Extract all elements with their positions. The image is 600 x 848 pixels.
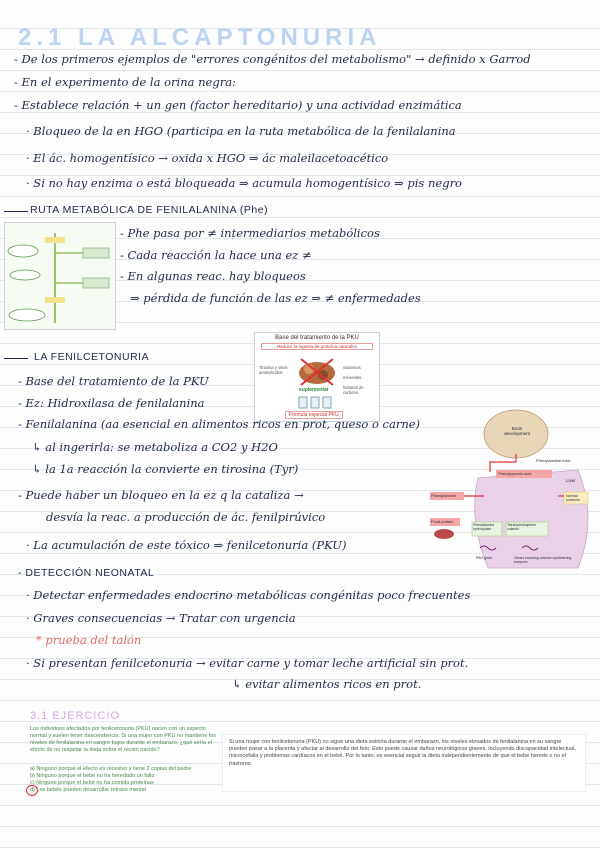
pku-left-label: Tiroxina y otros aminoácidos bbox=[259, 365, 288, 375]
exercise-question: Los individuos afectados por fenilcetonu… bbox=[30, 726, 216, 753]
exercise-option-correct: d) Los bebés pueden desarrollar retraso … bbox=[30, 787, 146, 793]
diagram-label: Tetrahydrobiopterin cofactor bbox=[507, 523, 537, 531]
section-heading: RUTA METABÓLICA DE FENILALANINA (Phe) bbox=[30, 204, 269, 216]
pku-right-item: vitaminas bbox=[343, 365, 361, 370]
note-line-highlight: * prueba del talón bbox=[36, 633, 142, 647]
section-arrow bbox=[4, 211, 28, 212]
diagram-label: Phenylpyruvic acid bbox=[498, 471, 532, 476]
note-line: - Phe pasa por ≠ intermediarios metabóli… bbox=[120, 226, 380, 240]
note-line: · Si no hay enzima o está bloqueada ⇒ ac… bbox=[26, 176, 462, 190]
note-line: · La acumulación de este tóxico ⇒ fenilc… bbox=[26, 538, 347, 552]
note-line: ⇒ pérdida de función de las ez ⇒ ≠ enfer… bbox=[130, 291, 421, 305]
note-line: - Ez: Hidroxilasa de fenilalanina bbox=[18, 396, 205, 410]
diagram-label: Liver bbox=[566, 478, 576, 483]
note-line: - Fenilalanina (aa esencial en alimentos… bbox=[18, 417, 421, 431]
exercise-title: 3.1 EJERCICIO bbox=[30, 710, 121, 722]
pku-figure-title: Base del tratamiento de la PKU bbox=[275, 335, 359, 341]
note-line: - De los primeros ejemplos de "errores c… bbox=[14, 52, 531, 66]
exercise-option: c) Ninguno porque el bebé no ha comido p… bbox=[30, 780, 154, 786]
section-heading: - DETECCIÓN NEONATAL bbox=[18, 567, 155, 579]
note-line: ↳ al ingerirla: se metaboliza a CO2 y H2… bbox=[32, 440, 278, 454]
note-line: ↳ evitar alimentos ricos en prot. bbox=[232, 677, 422, 691]
exercise-answer: Si una mujer con fenilcetonuria (PKU) no… bbox=[229, 739, 577, 767]
note-line: · Graves consecuencias → Tratar con urge… bbox=[26, 611, 296, 625]
note-line: · Si presentan fenilcetonuria → evitar c… bbox=[26, 656, 469, 670]
note-line: · Bloqueo de la en HGO (participa en la … bbox=[26, 124, 456, 138]
exercise-option: a) Ninguno porque el efecto es recesivo … bbox=[30, 766, 192, 772]
note-line: - Puede haber un bloqueo en la ez q la c… bbox=[18, 488, 304, 502]
note-line: - Establece relación + un gen (factor he… bbox=[14, 98, 462, 112]
pku-center-label: suplementar bbox=[299, 387, 329, 393]
diagram-label: Phenylalanine bbox=[431, 493, 457, 498]
note-line: · El ác. homogentísico → oxida x HGO ⇒ á… bbox=[26, 151, 389, 165]
note-line: - En algunas reac. hay bloqueos bbox=[120, 269, 306, 283]
food-illustration bbox=[299, 358, 335, 386]
note-line: ↳ la 1a reacción la convierte en tirosin… bbox=[32, 462, 299, 476]
pku-right-item: minerales bbox=[343, 375, 362, 380]
diagram-label: Phenylalanine hydroxylase bbox=[473, 523, 495, 531]
pku-figure-subtitle: Reducir la ingesta de proteína naturales bbox=[261, 343, 373, 350]
diagram-label: Food protein bbox=[431, 519, 454, 524]
diagram-label: Phenylalanine toxic bbox=[536, 458, 571, 463]
diagram-label: Genes encoding cofactor synthesizing enz… bbox=[514, 556, 572, 564]
pku-right-item: hidratos de carbono bbox=[343, 385, 364, 395]
note-line: - Cada reacción la hace una ez ≠ bbox=[120, 248, 312, 262]
formula-cans bbox=[298, 396, 332, 409]
exercise-option: b) Ninguno porque el bebé no ha heredado… bbox=[30, 773, 155, 779]
diagram-label: Normal products bbox=[566, 494, 580, 502]
pku-treatment-figure: Base del tratamiento de la PKU Reducir l… bbox=[254, 332, 380, 422]
note-line: - En el experimento de la orina negra: bbox=[14, 75, 236, 89]
section-heading: LA FENILCETONURIA bbox=[34, 351, 150, 363]
answer-circle bbox=[26, 785, 38, 796]
pathway-diagram bbox=[4, 222, 116, 330]
page-title: 2.1 LA ALCAPTONURIA bbox=[18, 24, 382, 51]
note-line: - Base del tratamiento de la PKU bbox=[18, 374, 209, 388]
section-arrow bbox=[4, 358, 28, 359]
exercise-answer-box: Si una mujer con fenilcetonuria (PKU) no… bbox=[222, 734, 586, 792]
pku-bottom-label: Fórmula especial PKU bbox=[285, 411, 343, 419]
brain-label: Brain development bbox=[504, 426, 530, 436]
diagram-label: PAH gene bbox=[476, 556, 493, 560]
note-line: desvía la reac. a producción de ác. feni… bbox=[46, 510, 326, 524]
note-line: · Detectar enfermedades endocrino metabó… bbox=[26, 588, 471, 602]
pku-pathophysiology-diagram: Brain development Phenylalanine toxic Li… bbox=[428, 408, 592, 578]
